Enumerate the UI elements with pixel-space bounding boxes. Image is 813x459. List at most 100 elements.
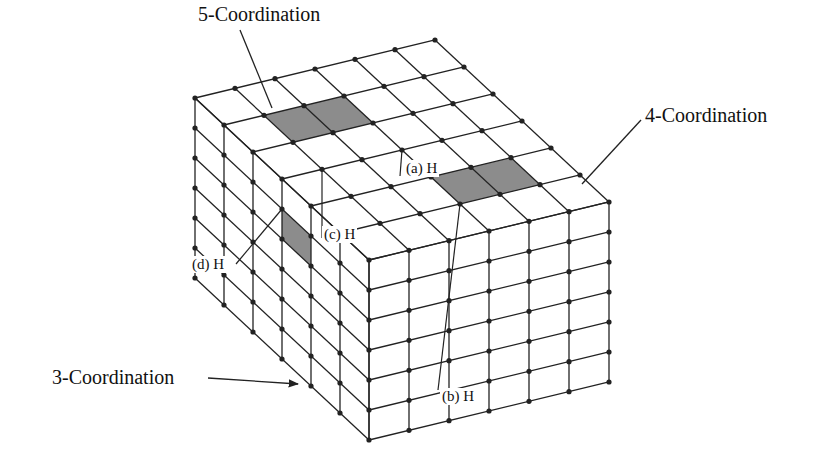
- lattice-atom: [250, 299, 255, 304]
- coordination-label: 3-Coordination: [52, 366, 174, 388]
- lattice-atom: [337, 320, 342, 325]
- lattice-atom: [566, 269, 571, 274]
- lattice-atom: [548, 145, 553, 150]
- lattice-atom: [446, 268, 451, 273]
- lattice-atom: [192, 125, 197, 130]
- hydrogen-bond: [438, 204, 460, 390]
- lattice-atom: [490, 91, 495, 96]
- lattice-atom: [606, 259, 611, 264]
- lattice-atom: [526, 249, 531, 254]
- lattice-atom: [308, 383, 313, 388]
- lattice-atom: [348, 194, 353, 199]
- lattice-atom: [446, 328, 451, 333]
- lattice-atom: [261, 113, 266, 118]
- lattice-line: [340, 175, 580, 233]
- site-label: (d) H: [190, 256, 226, 273]
- lattice-atom: [566, 299, 571, 304]
- lattice-atom: [486, 378, 491, 383]
- lattice-atom: [468, 165, 473, 170]
- lattice-atom: [192, 275, 197, 280]
- lattice-atom: [421, 74, 426, 79]
- lattice-atom: [366, 257, 371, 262]
- leader-line: [208, 378, 298, 384]
- lattice-atom: [526, 279, 531, 284]
- lattice-line: [195, 218, 369, 380]
- lattice-atom: [497, 192, 502, 197]
- lattice-atoms: [192, 37, 611, 442]
- lattice-line: [369, 382, 609, 440]
- lattice-atom: [308, 263, 313, 268]
- shaded-cell: [304, 96, 373, 133]
- lattice-atom: [461, 64, 466, 69]
- lattice-atom: [250, 329, 255, 334]
- lattice-atom: [486, 318, 491, 323]
- lattice-line: [369, 322, 609, 380]
- lattice-atom: [279, 326, 284, 331]
- lattice-atom: [446, 418, 451, 423]
- lattice-atom: [250, 209, 255, 214]
- lattice-atom: [221, 242, 226, 247]
- shaded-cell: [471, 158, 540, 195]
- lattice-atom: [370, 120, 375, 125]
- lattice-atom: [486, 288, 491, 293]
- lattice-line: [275, 79, 449, 241]
- lattice-line: [369, 232, 609, 290]
- lattice-line: [435, 40, 609, 202]
- lattice-atom: [432, 37, 437, 42]
- lattice-atom: [406, 398, 411, 403]
- lattice-atom: [232, 86, 237, 91]
- site-label: (b) H: [440, 388, 476, 405]
- lattice-atom: [486, 408, 491, 413]
- lattice-atom: [566, 239, 571, 244]
- lattice-atom: [192, 155, 197, 160]
- lattice-atom: [439, 138, 444, 143]
- lattice-atom: [290, 140, 295, 145]
- lattice-atom: [366, 287, 371, 292]
- lattice-atom: [337, 260, 342, 265]
- lattice-line: [315, 69, 489, 231]
- lattice-atom: [406, 338, 411, 343]
- lattice-atom: [526, 399, 531, 404]
- lattice-atom: [352, 57, 357, 62]
- lattice-atom: [377, 221, 382, 226]
- hydrogen-bond: [236, 209, 282, 264]
- lattice-atom: [446, 238, 451, 243]
- lattice-line: [253, 94, 493, 152]
- lattice-atom: [192, 185, 197, 190]
- leader-line: [240, 30, 272, 108]
- lattice-line: [311, 148, 551, 206]
- lattice-atom: [279, 266, 284, 271]
- lattice-atom: [606, 229, 611, 234]
- lattice-atom: [272, 76, 277, 81]
- lattice-atom: [308, 233, 313, 238]
- shaded-cell: [282, 209, 311, 266]
- lattice-line: [195, 278, 369, 440]
- leader-line: [582, 120, 641, 184]
- lattice-atom: [566, 389, 571, 394]
- lattice-atom: [606, 199, 611, 204]
- lattice-atom: [410, 111, 415, 116]
- coordination-label: 5-Coordination: [198, 3, 320, 25]
- leader-lines: [208, 30, 641, 384]
- lattice-line: [395, 50, 569, 212]
- lattice-atom: [526, 309, 531, 314]
- lattice-atom: [366, 347, 371, 352]
- lattice-atom: [450, 101, 455, 106]
- lattice-line: [195, 98, 369, 260]
- lattice-atom: [486, 258, 491, 263]
- lattice-atom: [221, 272, 226, 277]
- lattice-atom: [406, 308, 411, 313]
- lattice-atom: [486, 228, 491, 233]
- lattice-atom: [479, 128, 484, 133]
- lattice-atom: [526, 219, 531, 224]
- lattice-line: [369, 262, 609, 320]
- lattice-atom: [337, 380, 342, 385]
- lattice-atom: [566, 329, 571, 334]
- lattice-atom: [392, 47, 397, 52]
- lattice-atom: [221, 302, 226, 307]
- lattice-atom: [279, 356, 284, 361]
- lattice-atom: [221, 122, 226, 127]
- lattice-atom: [366, 377, 371, 382]
